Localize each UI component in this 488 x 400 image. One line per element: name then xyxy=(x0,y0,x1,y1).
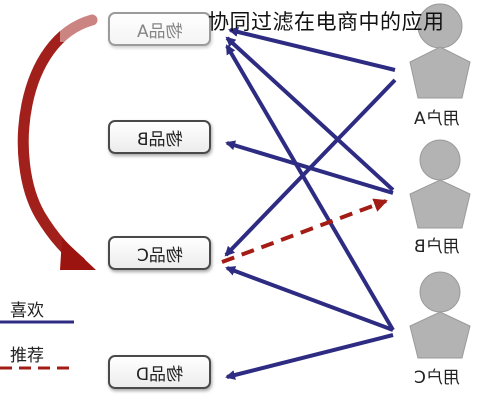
like-edge-userc-itema xyxy=(225,44,395,332)
legend-like-label: 喜欢 xyxy=(10,301,44,321)
like-edge-usera-itema xyxy=(228,27,396,72)
item-b-label: 物品B xyxy=(136,129,183,150)
item-d-box: 物品D xyxy=(108,355,211,389)
like-edge-userc-itemd xyxy=(225,333,394,380)
item-c-box: 物品C xyxy=(108,236,211,270)
user-b-icon xyxy=(409,139,471,229)
recommend-curve-arrowhead xyxy=(60,238,96,270)
diagram-title: 协同过滤在电商中的应用 xyxy=(208,10,445,34)
item-d-label: 物品D xyxy=(135,364,184,385)
item-a-box: 物品A xyxy=(108,12,211,46)
user-b-label-box: 用户B xyxy=(412,232,462,257)
curve-fade xyxy=(60,8,106,42)
user-c-label-box: 用户C xyxy=(412,363,462,388)
user-b-label: 用户B xyxy=(414,237,460,257)
user-c-icon xyxy=(409,271,471,359)
like-edge-userb-itemb xyxy=(225,140,394,195)
item-c-label: 物品C xyxy=(136,245,183,266)
user-a-label-box: 用户A xyxy=(412,104,462,129)
like-edges xyxy=(224,27,397,380)
like-edge-userb-itema xyxy=(225,36,395,192)
user-a-icon xyxy=(409,3,471,99)
user-c-label: 用户C xyxy=(414,368,460,388)
recommend-curve-arrow xyxy=(17,14,98,268)
item-b-box: 物品B xyxy=(108,120,211,154)
user-a-label: 用户A xyxy=(414,109,460,129)
legend-recommend: 推荐 xyxy=(10,341,44,366)
legend-recommend-label: 推荐 xyxy=(10,346,44,366)
like-edge-userc-itemc xyxy=(225,266,394,332)
recommend-edge-itemc-userb xyxy=(221,198,388,264)
item-a-label: 物品A xyxy=(136,21,183,42)
legend-like: 喜欢 xyxy=(10,296,44,321)
